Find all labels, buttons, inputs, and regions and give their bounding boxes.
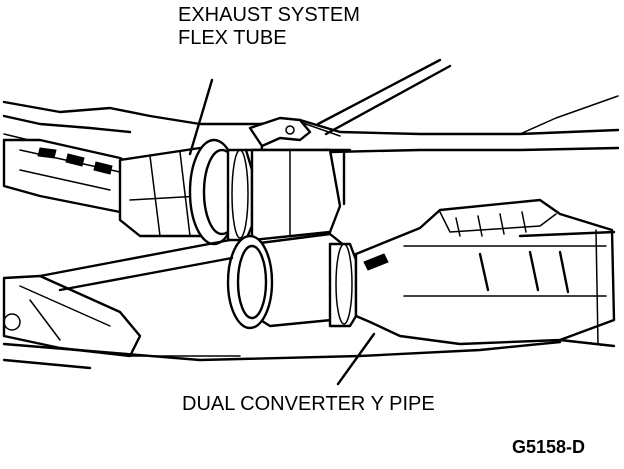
frame-rail-right xyxy=(518,229,616,348)
leader-lines xyxy=(188,78,376,386)
figure-code: G5158-D xyxy=(512,437,586,457)
y-pipe-inlet xyxy=(226,232,358,330)
flex-tube-label-line1: EXHAUST SYSTEM xyxy=(178,4,360,26)
upper-exhaust-pipe xyxy=(118,146,212,238)
mid-pipe xyxy=(250,148,342,242)
flex-tube-label-line2: FLEX TUBE xyxy=(178,27,287,49)
bracket xyxy=(248,58,452,170)
y-pipe-label: DUAL CONVERTER Y PIPE xyxy=(182,393,435,415)
lower-frame xyxy=(2,238,562,370)
catalytic-converter xyxy=(354,198,616,346)
